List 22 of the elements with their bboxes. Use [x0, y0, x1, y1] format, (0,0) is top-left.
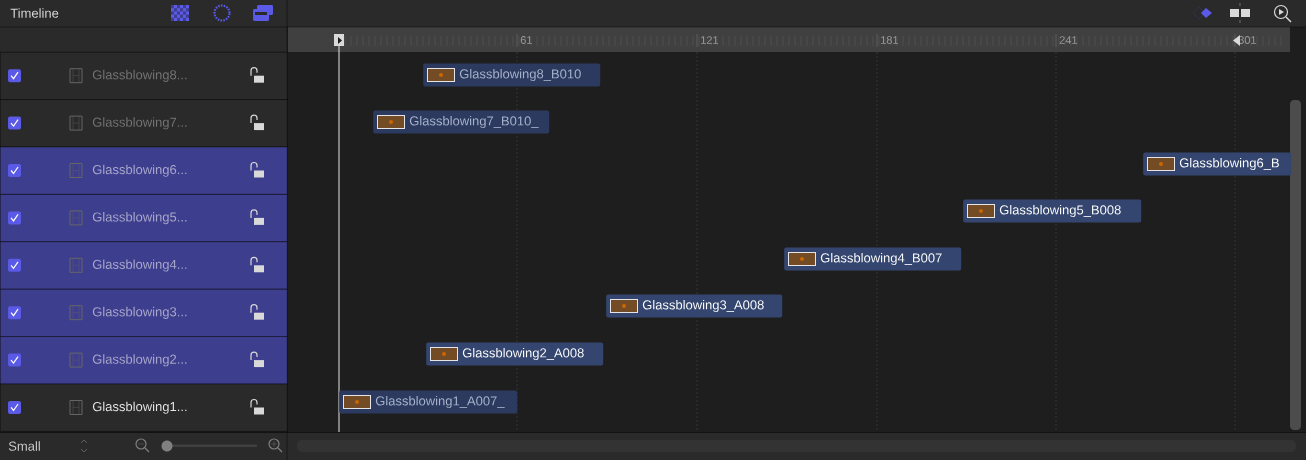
- layer-row: Glassblowing4...: [0, 241, 288, 290]
- clip-bar: Glassblowing7_B010_: [373, 110, 550, 134]
- ruler-number: 121: [701, 36, 718, 44]
- ruler-number: 181: [881, 36, 898, 44]
- clip-bar: Glassblowing8_B010: [423, 63, 601, 87]
- ruler-number: 241: [1059, 36, 1077, 44]
- clip-bar: Glassblowing2_A008: [426, 342, 604, 366]
- size-menu: Small: [8, 439, 88, 453]
- panel-title: Timeline: [10, 8, 59, 18]
- layer-row: Glassblowing2...: [0, 336, 288, 385]
- ruler-number: 301: [1238, 36, 1256, 44]
- layer-row: Glassblowing1...: [0, 383, 288, 432]
- ruler-number: 61: [520, 36, 532, 44]
- clip-bar: Glassblowing4_B007: [784, 247, 962, 271]
- clip-bar: Glassblowing3_A008: [606, 294, 783, 318]
- layer-row: Glassblowing5...: [0, 194, 288, 242]
- layer-row: Glassblowing6...: [0, 146, 288, 195]
- clip-bar: Glassblowing1_A007_: [339, 390, 518, 414]
- clip-bar: Glassblowing5_B008: [963, 199, 1142, 223]
- layer-row: Glassblowing8...: [0, 52, 288, 100]
- layer-row: Glassblowing7...: [0, 99, 288, 148]
- layer-row: Glassblowing3...: [0, 289, 288, 337]
